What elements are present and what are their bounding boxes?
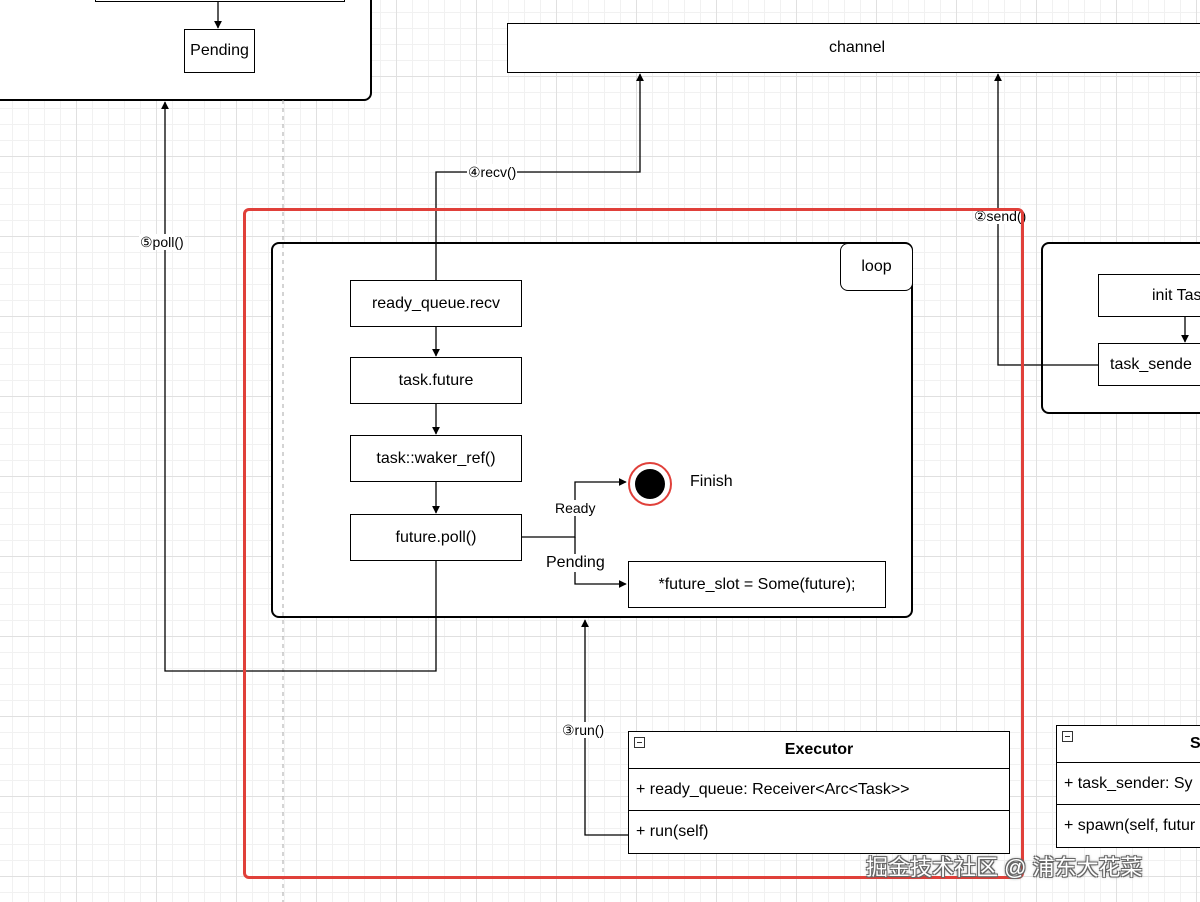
edge-label-recv: ④recv() xyxy=(467,164,518,180)
channel-node[interactable]: channel xyxy=(507,23,1200,73)
task-future-node[interactable]: task.future xyxy=(350,357,522,404)
finish-label: Finish xyxy=(690,473,733,490)
edge-poll xyxy=(161,101,437,672)
edge-run xyxy=(581,619,628,836)
watermark-text: 掘金技术社区 @ 浦东大花菜 xyxy=(866,855,1143,880)
executor-collapse-icon[interactable] xyxy=(634,737,645,748)
edge-label-run: ③run() xyxy=(561,722,606,738)
edge-label-ready: Ready xyxy=(554,500,597,516)
edge-label-poll: ⑤poll() xyxy=(139,234,185,250)
future-slot-node[interactable]: *future_slot = Some(future); xyxy=(628,561,886,608)
edge-send xyxy=(994,73,1098,366)
future-poll-node[interactable]: future.poll() xyxy=(350,514,522,561)
executor-field[interactable]: + ready_queue: Receiver<Arc<Task>> xyxy=(628,768,1010,811)
pending-node[interactable]: Pending xyxy=(184,29,255,73)
spawner-title-text: S xyxy=(1190,735,1200,752)
executor-class-title[interactable]: Executor xyxy=(628,731,1010,769)
spawner-field[interactable]: + task_sender: Sy xyxy=(1056,762,1200,805)
spawner-method[interactable]: + spawn(self, futur xyxy=(1056,804,1200,848)
loop-label-tab[interactable]: loop xyxy=(840,243,913,291)
spawner-class-title[interactable]: S xyxy=(1056,725,1200,763)
edge-pending xyxy=(574,537,627,588)
edge-label-send: ②send() xyxy=(973,208,1028,224)
ready-queue-recv-node[interactable]: ready_queue.recv xyxy=(350,280,522,327)
finish-state-icon[interactable] xyxy=(628,462,672,506)
init-task-node[interactable]: init Tas xyxy=(1098,274,1200,317)
task-sender-node[interactable]: task_sende xyxy=(1098,343,1200,386)
edge-label-pending: Pending xyxy=(546,554,605,572)
edge-recv xyxy=(435,73,644,280)
executor-method[interactable]: + run(self) xyxy=(628,810,1010,854)
upper-left-inner-box[interactable] xyxy=(95,0,345,2)
spawner-collapse-icon[interactable] xyxy=(1062,731,1073,742)
waker-ref-node[interactable]: task::waker_ref() xyxy=(350,435,522,482)
